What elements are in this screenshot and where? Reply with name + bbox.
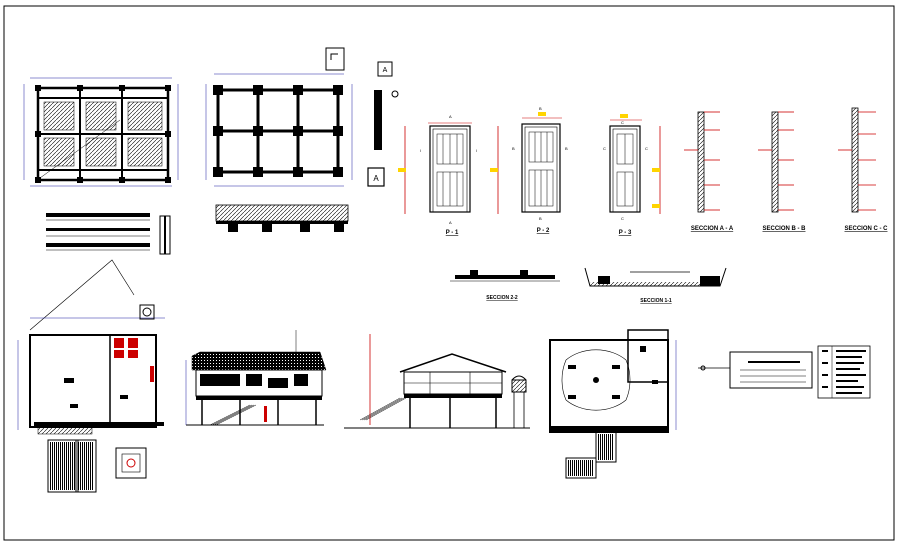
section-1-1: SECCION 1-1	[584, 267, 727, 304]
section-mark-a: A	[449, 220, 452, 225]
section-a-label: SECCION A - A	[691, 226, 734, 232]
legend-table	[817, 345, 871, 399]
door-p3: C C C C P - 3	[603, 114, 661, 236]
foundation-plan-2	[205, 73, 353, 232]
svg-text:l: l	[420, 148, 421, 153]
side-elevation	[344, 334, 530, 429]
sheet-border	[3, 5, 895, 541]
section-mark-b: B	[565, 146, 568, 151]
section-mark-c: C	[621, 120, 624, 125]
section-mark-a: A	[449, 114, 452, 119]
section-mark-c: C	[645, 146, 648, 151]
section-a: SECCION A - A	[684, 111, 734, 232]
detail-marker-icon: A	[377, 61, 393, 77]
section-mark-b: B	[539, 216, 542, 221]
section-c: SECCION C - C	[838, 107, 888, 232]
column-detail: A	[367, 90, 399, 187]
electrical-diagram	[698, 351, 813, 389]
section-2-2: SECCION 2-2	[450, 270, 560, 301]
door-p1: A A l l P - 1	[398, 114, 477, 236]
door-p3-label: P - 3	[619, 230, 632, 236]
door-p2-label: P - 2	[537, 228, 550, 234]
floor-plan	[17, 259, 165, 493]
electrical-plan	[549, 329, 677, 479]
foundation-plan-1	[23, 77, 179, 255]
section-b: SECCION B - B	[758, 111, 806, 232]
section-mark-c: C	[621, 216, 624, 221]
svg-text:l: l	[476, 148, 477, 153]
svg-text:A: A	[373, 174, 379, 183]
door-p2: B B B B P - 2	[490, 106, 568, 234]
front-elevation	[185, 330, 327, 426]
svg-text:A: A	[383, 67, 388, 74]
section-mark-b: B	[512, 146, 515, 151]
door-p1-label: P - 1	[446, 230, 459, 236]
section-mark-b: B	[539, 106, 542, 111]
section-2-2-label: SECCION 2-2	[486, 295, 518, 301]
section-b-label: SECCION B - B	[762, 226, 806, 232]
detail-marker-icon	[325, 47, 345, 71]
section-1-1-label: SECCION 1-1	[640, 298, 672, 304]
section-mark-c: C	[603, 146, 606, 151]
section-c-label: SECCION C - C	[844, 226, 888, 232]
